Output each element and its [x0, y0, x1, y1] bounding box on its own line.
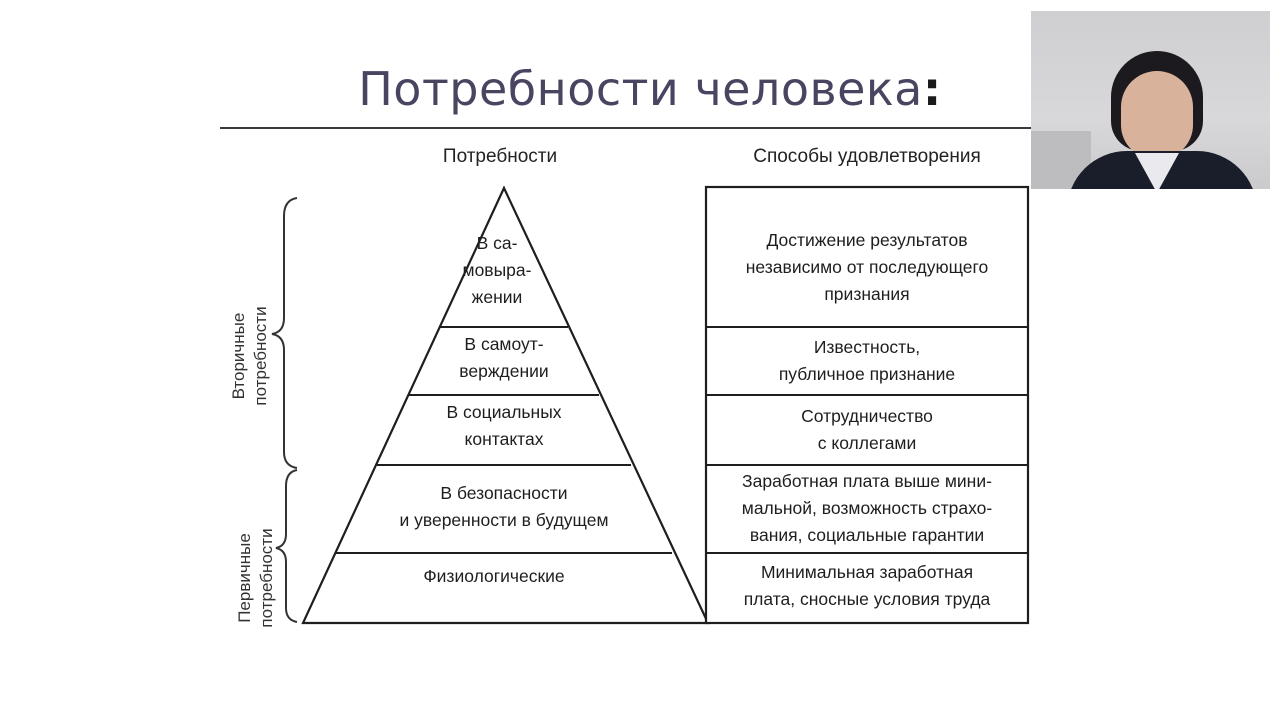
ways-box-1-line: независимо от последующего	[746, 257, 989, 277]
pyramid-level-2-line: В самоут-	[464, 334, 543, 354]
primary-needs-label-line2: потребности	[257, 528, 276, 627]
pyramid-outline	[301, 185, 710, 625]
primary-needs-brace	[275, 469, 298, 623]
pyramid-level-labels: В са-мовыра-жении В самоут-верждении В соц…	[399, 233, 608, 586]
pyramid-level-2-line: верждении	[459, 361, 548, 381]
ways-box-2-line: Известность,	[814, 337, 920, 357]
secondary-needs-label-line2: потребности	[251, 306, 270, 405]
pyramid-level-3-line: В социальных	[446, 402, 561, 422]
ways-box-1-line: Достижение результатов	[766, 230, 967, 250]
ways-column-header: Способы удовлетворения	[753, 146, 981, 167]
ways-box-2-line: публичное признание	[779, 364, 955, 384]
ways-box-4-line: вания, социальные гарантии	[750, 525, 984, 545]
pyramid-level-5-line: Физиологические	[423, 566, 564, 586]
ways-box-3-line: Сотрудничество	[801, 406, 933, 426]
title-underline	[220, 127, 1032, 129]
ways-box-4-line: Заработная плата выше мини-	[742, 471, 992, 491]
webcam-video-overlay	[1031, 11, 1270, 189]
webcam-person-face	[1121, 71, 1193, 159]
ways-box-5-line: плата, сносные условия труда	[744, 589, 991, 609]
pyramid-level-1-line: В са-	[477, 233, 518, 253]
pyramid-level-3-line: контактах	[465, 429, 544, 449]
ways-table-frame	[704, 185, 1030, 625]
ways-box-4-line: мальной, возможность страхо-	[742, 498, 993, 518]
ways-box-1-line: признания	[824, 284, 909, 304]
secondary-needs-label: Вторичные потребности	[229, 306, 270, 405]
ways-box-3-line: с коллегами	[818, 433, 917, 453]
pyramid-level-1-line: мовыра-	[463, 260, 532, 280]
secondary-needs-label-line1: Вторичные	[229, 313, 248, 400]
pyramid-level-4-line: и уверенности в будущем	[399, 510, 608, 530]
needs-column-header: Потребности	[442, 146, 558, 167]
pyramid-level-1-line: жении	[472, 287, 523, 307]
ways-labels: Достижение результатов независимо от посл…	[742, 230, 993, 609]
slide-title-colon: :	[922, 62, 942, 116]
primary-needs-label: Первичные потребности	[235, 528, 276, 627]
slide-title-text: Потребности человека	[358, 62, 923, 116]
slide-title: Потребности человека:	[300, 62, 1000, 116]
pyramid-level-4-line: В безопасности	[440, 483, 567, 503]
ways-box-5-line: Минимальная заработная	[761, 562, 973, 582]
secondary-needs-brace	[271, 197, 298, 469]
primary-needs-label-line1: Первичные	[235, 533, 254, 623]
